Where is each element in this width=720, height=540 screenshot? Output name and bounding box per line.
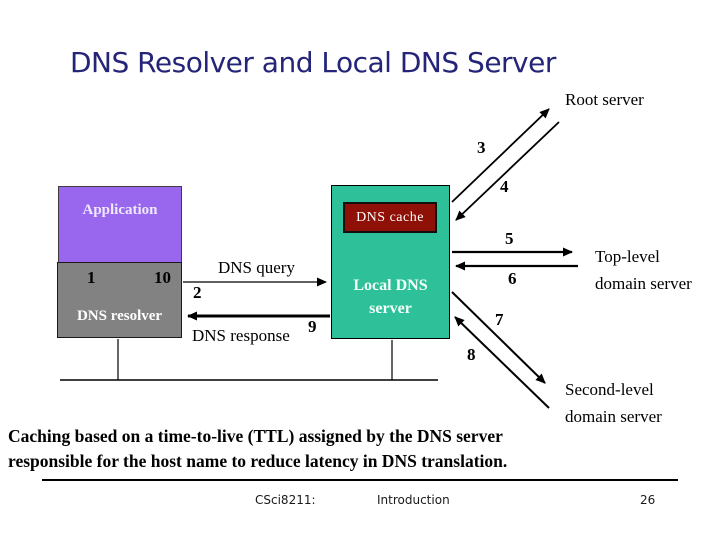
step-number-10: 10 — [154, 268, 171, 287]
local-dns-label: Local DNS server — [353, 277, 428, 317]
footer-course: CSci8211: — [255, 493, 316, 507]
dns-query-label: DNS query — [218, 258, 295, 277]
dns-resolver-label: DNS resolver — [76, 308, 163, 324]
step-number-1: 1 — [87, 268, 96, 287]
step-number-8: 8 — [467, 345, 476, 364]
local-dns-server-box: DNS cache Local DNS server — [331, 185, 450, 339]
step-number-5: 5 — [505, 229, 514, 248]
caption-line-2: responsible for the host name to reduce … — [8, 451, 508, 471]
step-number-2: 2 — [193, 283, 202, 302]
step-number-3: 3 — [477, 138, 486, 157]
root-server-label: Root server — [565, 90, 644, 109]
step-number-9: 9 — [308, 317, 317, 336]
footer-divider — [42, 479, 678, 481]
footer-page-number: 26 — [640, 493, 656, 507]
arrow-step4-from-root — [455, 121, 560, 221]
dns-response-label: DNS response — [192, 326, 290, 345]
application-label: Application — [82, 202, 158, 218]
second-level-domain-label: Second-level domain server — [565, 380, 662, 426]
arrow-step7-to-second-level — [451, 291, 546, 384]
slide-title: DNS Resolver and Local DNS Server — [70, 46, 556, 79]
dns-resolver-box: DNS resolver — [57, 262, 182, 338]
dns-cache-box: DNS cache — [343, 202, 437, 233]
application-box: Application — [58, 186, 182, 263]
step-number-4: 4 — [500, 177, 509, 196]
caption-line-1: Caching based on a time-to-live (TTL) as… — [8, 426, 503, 446]
step-number-7: 7 — [495, 310, 504, 329]
footer-section: Introduction — [377, 493, 450, 507]
dns-cache-label: DNS cache — [356, 209, 424, 225]
step-number-6: 6 — [508, 269, 517, 288]
slide-caption: Caching based on a time-to-live (TTL) as… — [8, 424, 507, 474]
top-level-domain-label: Top-level domain server — [595, 247, 692, 293]
